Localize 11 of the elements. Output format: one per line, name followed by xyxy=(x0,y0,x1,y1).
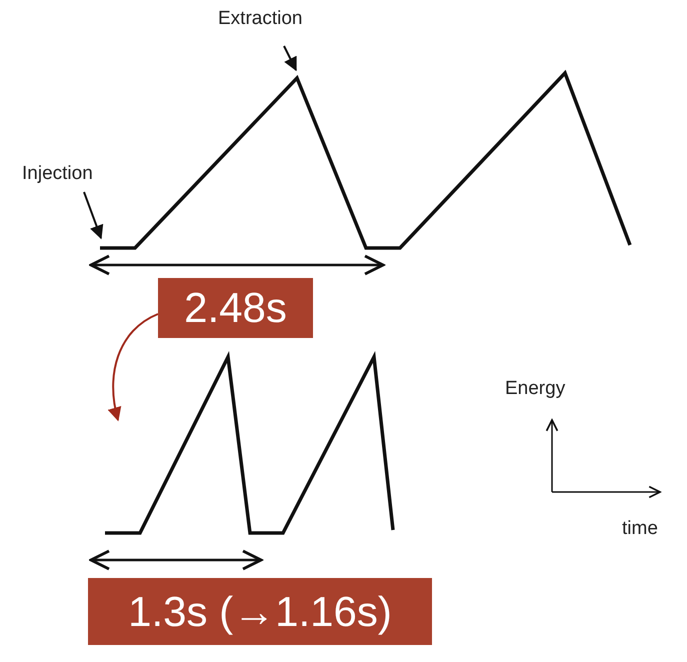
duration-label: 1.3s (→1.16s) xyxy=(88,578,432,645)
arrow xyxy=(283,46,297,72)
arrow xyxy=(83,192,104,240)
duration-label: 2.48s xyxy=(158,278,313,338)
annotation-text: Injection xyxy=(22,163,93,185)
axis-label: Energy xyxy=(505,378,566,400)
axis-label: time xyxy=(622,518,658,540)
waveform-drawing xyxy=(105,351,395,535)
waveform-drawing xyxy=(100,70,632,250)
annotation-text: Extraction xyxy=(218,8,302,30)
arrow xyxy=(108,313,158,422)
